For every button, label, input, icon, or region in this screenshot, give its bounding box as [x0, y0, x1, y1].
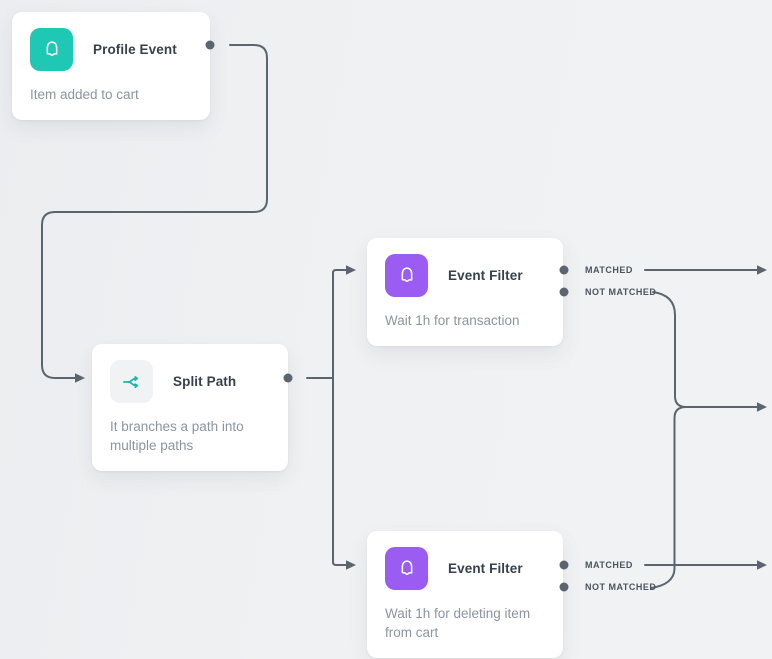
- arrowhead: [757, 265, 767, 275]
- edge-notmatched-bottom: [650, 406, 687, 589]
- node-profile-event[interactable]: Profile Event Item added to cart: [12, 12, 210, 120]
- node-header: Profile Event: [30, 28, 192, 71]
- node-event-filter-bottom[interactable]: Event Filter Wait 1h for deleting item f…: [367, 531, 563, 658]
- node-title: Event Filter: [448, 268, 523, 283]
- arrowhead: [757, 402, 767, 412]
- node-subtitle: Item added to cart: [30, 87, 139, 102]
- branch-label-matched-bottom: MATCHED: [585, 560, 633, 570]
- node-subtitle: Wait 1h for transaction: [385, 313, 520, 328]
- node-subtitle: It branches a path into multiple paths: [110, 419, 244, 453]
- node-title: Event Filter: [448, 561, 523, 576]
- branch-label-matched-top: MATCHED: [585, 265, 633, 275]
- arrowhead: [346, 265, 356, 275]
- bell-icon: [385, 547, 428, 590]
- edge-split-fork: [332, 269, 348, 566]
- node-subtitle: Wait 1h for deleting item from cart: [385, 606, 531, 640]
- node-split-path[interactable]: Split Path It branches a path into multi…: [92, 344, 288, 471]
- split-path-icon: [110, 360, 153, 403]
- node-event-filter-top[interactable]: Event Filter Wait 1h for transaction: [367, 238, 563, 346]
- arrowhead: [346, 560, 356, 570]
- node-header: Split Path: [110, 360, 270, 403]
- node-header: Event Filter: [385, 547, 545, 590]
- arrowhead: [757, 560, 767, 570]
- arrowhead: [75, 373, 85, 383]
- node-title: Split Path: [173, 374, 237, 389]
- bell-icon: [30, 28, 73, 71]
- bell-icon: [385, 254, 428, 297]
- branch-label-not-matched-top: NOT MATCHED: [585, 287, 657, 297]
- edge-notmatched-top: [652, 291, 758, 408]
- node-header: Event Filter: [385, 254, 545, 297]
- node-title: Profile Event: [93, 42, 177, 57]
- branch-label-not-matched-bottom: NOT MATCHED: [585, 582, 657, 592]
